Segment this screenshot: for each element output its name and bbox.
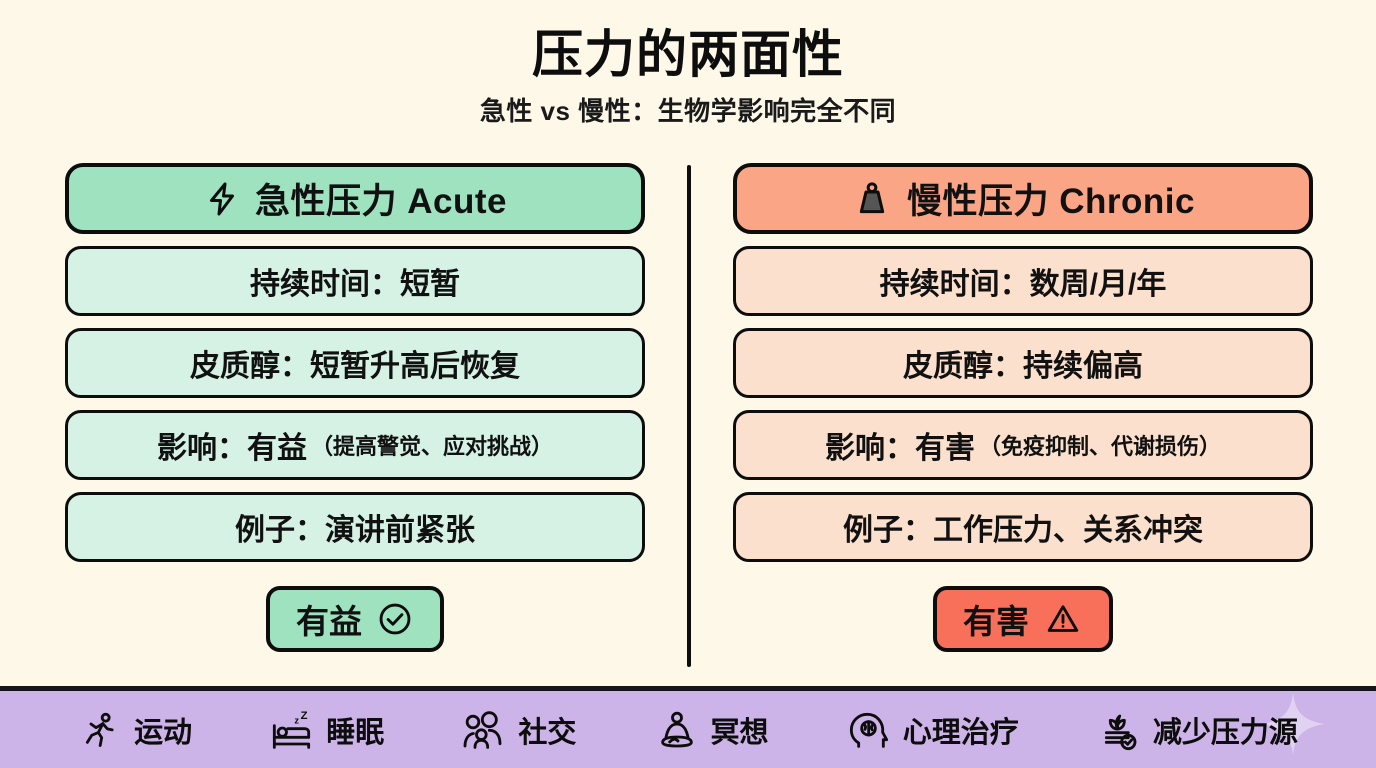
footer-item-reduce-stressors[interactable]: 减少压力源: [1097, 708, 1298, 752]
svg-text:z: z: [295, 715, 300, 725]
acute-verdict-badge: 有益: [266, 586, 444, 652]
chronic-row-duration: 持续时间：数周/月/年: [733, 246, 1313, 316]
chronic-verdict-badge: 有害: [933, 586, 1113, 652]
acute-row-cortisol-label: 皮质醇：短暂升高后恢复: [190, 350, 520, 383]
footer-item-meditation-label: 冥想: [710, 716, 769, 749]
column-divider: [687, 165, 691, 667]
footer-item-social-label: 社交: [518, 716, 577, 749]
chronic-row-example-label: 例子：工作压力、关系冲突: [843, 514, 1203, 547]
footer-item-sleep-label: 睡眠: [326, 716, 385, 749]
comparison-area: 急性压力 Acute 持续时间：短暂 皮质醇：短暂升高后恢复 影响：有益 （提高…: [0, 163, 1376, 668]
chronic-row-effect: 影响：有害 （免疫抑制、代谢损伤）: [733, 410, 1313, 480]
footer-item-therapy-label: 心理治疗: [902, 716, 1019, 749]
chronic-verdict-label: 有害: [963, 603, 1029, 640]
footer-item-exercise[interactable]: 运动: [78, 708, 192, 752]
page-title: 压力的两面性: [531, 26, 844, 83]
chronic-column: 慢性压力 Chronic 持续时间：数周/月/年 皮质醇：持续偏高 影响：有害 …: [733, 163, 1313, 668]
footer-item-sleep[interactable]: z Z 睡眠: [270, 708, 384, 752]
footer-item-social[interactable]: 社交: [462, 708, 576, 752]
acute-verdict-label: 有益: [296, 603, 362, 640]
chronic-row-example: 例子：工作压力、关系冲突: [733, 492, 1313, 562]
page-subtitle: 急性 vs 慢性：生物学影响完全不同: [479, 96, 897, 127]
acute-row-example: 例子：演讲前紧张: [65, 492, 645, 562]
footer-item-reduce-stressors-label: 减少压力源: [1152, 716, 1298, 749]
weight-icon: [851, 178, 893, 220]
sparkle-decoration: [1256, 693, 1330, 755]
warning-triangle-icon: [1043, 600, 1083, 638]
head-brain-icon: [847, 708, 891, 752]
chronic-row-duration-label: 持续时间：数周/月/年: [879, 268, 1167, 301]
svg-text:Z: Z: [301, 710, 308, 722]
acute-column-header: 急性压力 Acute: [65, 163, 645, 234]
coping-strategies-bar: 运动 z Z 睡眠 社交: [0, 686, 1376, 768]
chronic-row-effect-label: 影响：有害: [824, 432, 975, 465]
acute-column-header-label: 急性压力 Acute: [255, 182, 507, 221]
acute-row-effect-note: （提高警觉、应对挑战）: [310, 434, 553, 459]
chronic-column-header-label: 慢性压力 Chronic: [907, 182, 1195, 221]
chronic-row-cortisol: 皮质醇：持续偏高: [733, 328, 1313, 398]
chronic-row-cortisol-label: 皮质醇：持续偏高: [903, 350, 1143, 383]
acute-row-example-label: 例子：演讲前紧张: [235, 514, 475, 547]
people-group-icon: [462, 708, 506, 752]
acute-row-duration-label: 持续时间：短暂: [250, 268, 460, 301]
chronic-row-effect-note: （免疫抑制、代谢损伤）: [978, 434, 1221, 459]
lightning-bolt-icon: [203, 179, 241, 219]
footer-item-exercise-label: 运动: [134, 716, 193, 749]
acute-column: 急性压力 Acute 持续时间：短暂 皮质醇：短暂升高后恢复 影响：有益 （提高…: [65, 163, 645, 668]
acute-row-duration: 持续时间：短暂: [65, 246, 645, 316]
page-header: 压力的两面性 急性 vs 慢性：生物学影响完全不同: [0, 0, 1376, 128]
acute-row-cortisol: 皮质醇：短暂升高后恢复: [65, 328, 645, 398]
check-circle-icon: [376, 600, 414, 638]
running-person-icon: [78, 708, 122, 752]
chronic-column-header: 慢性压力 Chronic: [733, 163, 1313, 234]
bed-sleep-icon: z Z: [270, 708, 314, 752]
acute-row-effect-label: 影响：有益: [156, 432, 307, 465]
acute-row-effect: 影响：有益 （提高警觉、应对挑战）: [65, 410, 645, 480]
plant-check-icon: [1097, 708, 1141, 752]
footer-item-therapy[interactable]: 心理治疗: [847, 708, 1019, 752]
footer-item-meditation[interactable]: 冥想: [655, 708, 769, 752]
meditation-icon: [655, 708, 699, 752]
